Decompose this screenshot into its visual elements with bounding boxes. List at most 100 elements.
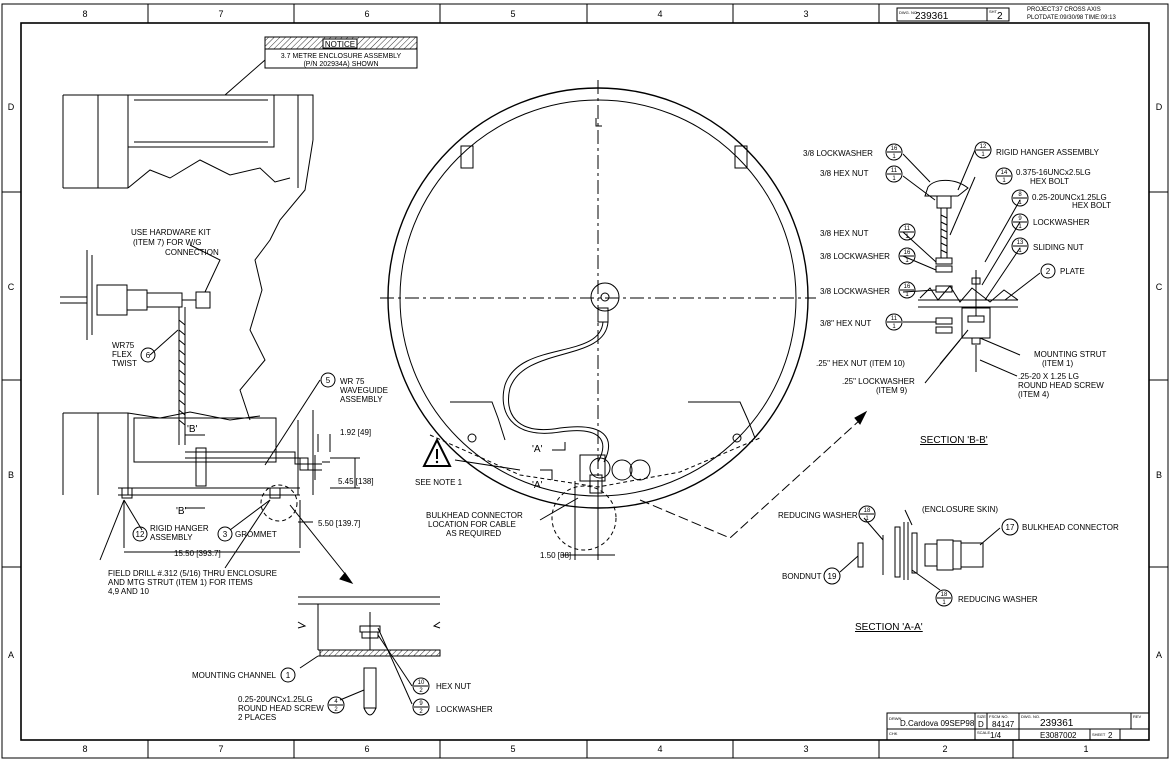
section-mark-a-right: 'A' bbox=[532, 480, 543, 491]
section-aa-title: SECTION 'A-A' bbox=[855, 622, 923, 633]
aa-bondnut-item: 19 bbox=[828, 572, 837, 581]
dim-5-50: 5.50 [139.7] bbox=[318, 519, 360, 528]
tb-scale-label: SCALE bbox=[977, 730, 990, 735]
bb-item-1-bot: 1 bbox=[892, 154, 896, 160]
tb-rev-label: REV bbox=[1133, 714, 1142, 719]
bb-balloon-6: 11 1 bbox=[885, 313, 903, 331]
bb-hexbolt-a-bot: 1 bbox=[1002, 178, 1006, 184]
notice-box: NOTICE 3.7 METRE ENCLOSURE ASSEMBLY (P/N… bbox=[224, 36, 418, 96]
screw-line-1: 0.25-20UNCx1.25LG bbox=[238, 695, 313, 704]
notice-line-2: (P/N 202934A) SHOWN bbox=[303, 61, 378, 68]
hex-nut-item-top: 10 bbox=[418, 680, 425, 686]
zone-bottom-8: 8 bbox=[82, 744, 87, 754]
bb-sliding-top: 13 bbox=[1017, 240, 1024, 246]
bb-screw-25-line-2: ROUND HEAD SCREW bbox=[1018, 381, 1104, 390]
warning-triangle-icon bbox=[422, 437, 452, 467]
bb-screw-25-line-3: (ITEM 4) bbox=[1018, 390, 1049, 399]
bb-balloon-hexbolt-b: 8 1 bbox=[1011, 189, 1029, 207]
title-block bbox=[886, 712, 1150, 741]
zone-bottom-5: 5 bbox=[510, 744, 515, 754]
zone-top-4: 4 bbox=[657, 9, 662, 19]
zone-right-a: A bbox=[1156, 650, 1162, 660]
bb-item-5-top: 16 bbox=[904, 284, 911, 290]
rigid-hanger-item: 12 bbox=[136, 530, 145, 539]
item-balloon bbox=[132, 526, 148, 542]
hex-nut-label: HEX NUT bbox=[436, 682, 471, 691]
item-balloon bbox=[823, 567, 841, 585]
field-drill-line-1: FIELD DRILL #.312 (5/16) THRU ENCLOSURE bbox=[108, 569, 277, 578]
waveguide-line-3: ASSEMBLY bbox=[340, 395, 383, 404]
bb-hexbolt-b-bot: 1 bbox=[1018, 200, 1022, 206]
zone-top-5: 5 bbox=[510, 9, 515, 19]
zone-ticks bbox=[2, 4, 1168, 758]
bb-item-1-top: 16 bbox=[891, 146, 898, 152]
bb-lockwasher-25-line-1: .25" LOCKWASHER bbox=[842, 377, 915, 386]
tb-scale: 1/4 bbox=[990, 731, 1002, 740]
bb-item-4-top: 16 bbox=[904, 250, 911, 256]
hardware-kit-line-2: (ITEM 7) FOR W/G bbox=[133, 238, 201, 247]
bb-rigid-label: RIGID HANGER ASSEMBLY bbox=[996, 148, 1100, 157]
zone-bottom-6: 6 bbox=[364, 744, 369, 754]
bb-hexbolt-a-top: 14 bbox=[1001, 170, 1008, 176]
zone-right-d: D bbox=[1156, 102, 1163, 112]
flex-twist-line-3: TWIST bbox=[112, 359, 137, 368]
zone-top-8: 8 bbox=[82, 9, 87, 19]
tb-fscm-label: FSCM NO. bbox=[989, 714, 1009, 719]
aa-reducing-bot-item-t: 18 bbox=[941, 592, 948, 598]
field-drill-line-3: 4,9 AND 10 bbox=[108, 587, 149, 596]
bb-rigid-top: 12 bbox=[980, 144, 987, 150]
tb-drawn-label: DRWN bbox=[889, 716, 901, 721]
bb-hexbolt-b-top: 8 bbox=[1018, 192, 1022, 198]
bb-label-5: 3/8 LOCKWASHER bbox=[820, 287, 890, 296]
bb-label-4: 3/8 LOCKWASHER bbox=[820, 252, 890, 261]
bb-label-3: 3/8 HEX NUT bbox=[820, 229, 869, 238]
bb-balloon-sliding-nut: 13 1 bbox=[1011, 237, 1029, 255]
see-note-label: SEE NOTE 1 bbox=[415, 478, 463, 487]
item-balloon bbox=[280, 667, 296, 683]
bb-balloon-1: 16 1 bbox=[885, 143, 903, 161]
waveguide-line-1: WR 75 bbox=[340, 377, 365, 386]
header-plot: PLOTDATE:09/30/98 TIME:09:13 bbox=[1027, 15, 1116, 21]
hardware-kit-line-3: CONNECTION bbox=[165, 248, 219, 257]
mounting-channel-label: MOUNTING CHANNEL bbox=[192, 671, 277, 680]
bb-label-6: 3/8" HEX NUT bbox=[820, 319, 871, 328]
bb-balloon-lockwasher: 9 1 bbox=[1011, 213, 1029, 231]
bb-balloon-hexbolt-a: 14 1 bbox=[995, 167, 1013, 185]
bb-balloon-2: 11 1 bbox=[885, 165, 903, 183]
grommet-item: 3 bbox=[223, 530, 228, 539]
bb-item-3-top: 11 bbox=[904, 226, 911, 232]
waveguide-line-2: WAVEGUIDE bbox=[340, 386, 388, 395]
tb-sheet: 2 bbox=[1108, 731, 1113, 740]
aa-reducing-bot-item-b: 1 bbox=[942, 600, 946, 606]
item-balloon bbox=[412, 698, 430, 716]
item-balloon bbox=[320, 372, 336, 388]
header-sheet-no: 2 bbox=[997, 11, 1003, 22]
flex-twist-line-2: FLEX bbox=[112, 350, 133, 359]
aa-reducing-top-item-t: 18 bbox=[864, 508, 871, 514]
screw-line-3: 2 PLACES bbox=[238, 713, 276, 722]
aa-balloon-reducing-top: 18 1 bbox=[858, 505, 876, 523]
item-balloon bbox=[217, 526, 233, 542]
zone-left-d: D bbox=[8, 102, 15, 112]
bb-lockwasher-label: LOCKWASHER bbox=[1033, 218, 1090, 227]
header-dwg-no: 239361 bbox=[915, 11, 949, 22]
aa-reducing-bottom-label: REDUCING WASHER bbox=[958, 595, 1038, 604]
aa-bulkhead-item: 17 bbox=[1006, 523, 1015, 532]
bb-balloon-3: 11 1 bbox=[898, 223, 916, 241]
flex-item-number: 6 bbox=[146, 351, 151, 360]
bulkhead-location-line-1: BULKHEAD CONNECTOR bbox=[426, 511, 523, 520]
field-drill-line-2: AND MTG STRUT (ITEM 1) FOR ITEMS bbox=[108, 578, 253, 587]
tb-chk-label: CHK bbox=[889, 731, 898, 736]
aa-bondnut-label: BONDNUT bbox=[782, 572, 822, 581]
zone-bottom-2: 2 bbox=[942, 744, 947, 754]
zone-right-c: C bbox=[1156, 282, 1163, 292]
mounting-channel-detail bbox=[297, 596, 441, 716]
bulkhead-location-line-2: LOCATION FOR CABLE bbox=[428, 520, 516, 529]
bb-item-2-top: 11 bbox=[891, 168, 898, 174]
enclosure-front-view bbox=[380, 80, 868, 560]
zone-top-3: 3 bbox=[803, 9, 808, 19]
dim-5-45: 5.45 [138] bbox=[338, 477, 374, 486]
grommet-label: GROMMET bbox=[235, 530, 277, 539]
rigid-hanger-line-2: ASSEMBLY bbox=[150, 533, 193, 542]
bulkhead-location-line-3: AS REQUIRED bbox=[446, 529, 501, 538]
